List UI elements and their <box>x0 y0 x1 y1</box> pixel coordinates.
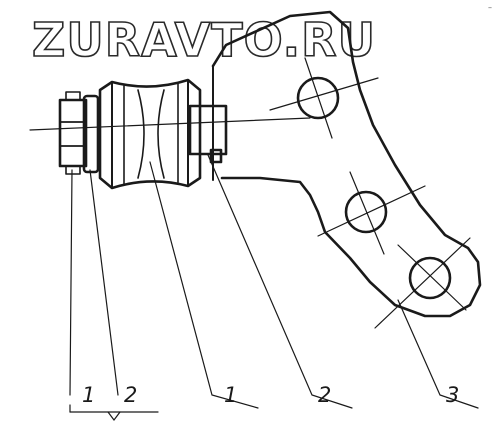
watermark-text: ZURAVTO.RU <box>32 13 376 67</box>
bracket-hole-top <box>296 76 340 120</box>
leader-3 <box>397 299 479 409</box>
pin-shank <box>188 104 228 156</box>
bracket-part-3 <box>211 10 482 329</box>
leader-lines <box>69 154 479 421</box>
leader-2-left <box>89 169 119 396</box>
group-bracket-apex <box>107 411 121 421</box>
bushing-part-1 <box>98 78 202 190</box>
hole-bottom-axis-b <box>397 244 467 311</box>
nut <box>58 98 88 168</box>
nut-bottom-chamfer <box>65 165 81 175</box>
corner-mark: – <box>488 3 492 12</box>
callout-label-1: 1 <box>224 383 237 407</box>
hole-top-axis-h <box>269 77 379 111</box>
bushing-curve-right <box>157 89 165 179</box>
leader-2 <box>207 154 353 409</box>
callout-label-2-left: 2 <box>124 383 137 407</box>
hole-bottom-axis-a <box>374 237 471 329</box>
callout-label-2: 2 <box>318 383 331 407</box>
hole-middle-axis-h <box>317 185 426 237</box>
nut-top-chamfer <box>65 91 81 101</box>
pin-part-2 <box>188 104 228 164</box>
bushing-curve-left <box>137 89 145 179</box>
hole-middle-axis-v <box>349 171 385 255</box>
bracket-hole-bottom <box>408 256 452 300</box>
leader-1 <box>149 161 259 409</box>
pin-weld <box>209 148 223 164</box>
bracket-hole-middle <box>344 190 388 234</box>
callout-label-1-left: 1 <box>82 383 95 407</box>
nut-washer-assembly <box>58 91 100 175</box>
bracket-outline <box>211 10 482 318</box>
leader-1-left <box>69 169 73 396</box>
bushing-outline <box>98 78 202 190</box>
callout-label-3: 3 <box>446 383 459 407</box>
hole-top-axis-v <box>304 57 333 139</box>
center-axis-line <box>29 117 311 131</box>
washer <box>82 94 100 174</box>
